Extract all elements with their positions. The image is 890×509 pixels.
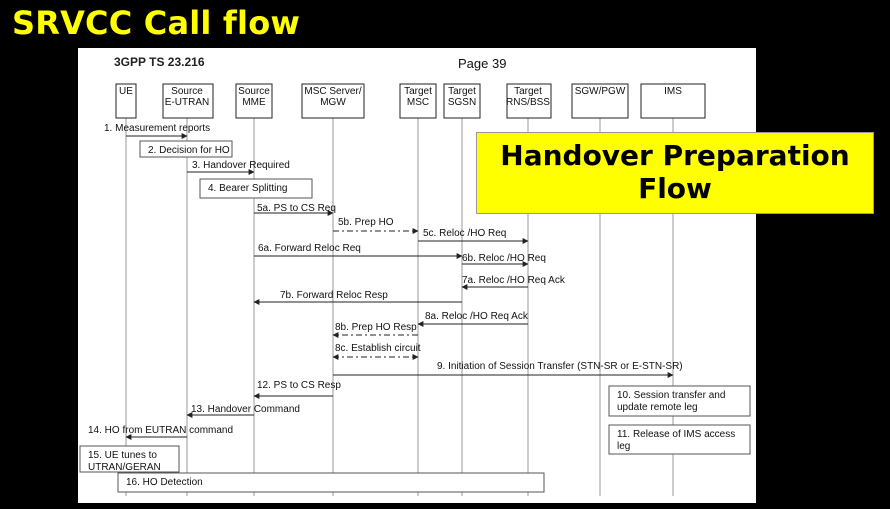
message-label-m5b: 5b. Prep HO [338,217,394,228]
entity-label-target-msc: MSC [407,97,429,108]
callout-box: Handover Preparation Flow [476,132,874,214]
entity-label-target-rns-bss: Target [514,86,542,97]
spec-reference: 3GPP TS 23.216 [114,55,205,69]
entity-box-source-eutran [162,83,214,119]
message-label-m7b: 7b. Forward Reloc Resp [280,290,388,301]
entity-label-source-mme: MME [242,97,266,108]
note-box-n15 [79,445,180,473]
note-text-n10: 10. Session transfer and [617,390,725,401]
callout-line-2: Flow [638,172,712,205]
message-label-m6b: 6b. Reloc /HO Req [462,253,546,264]
message-label-m3: 3. Handover Required [192,160,290,171]
entity-box-ue [115,83,137,119]
entity-label-msc-server-mgw: MGW [320,97,346,108]
note-text-n16: 16. HO Detection [126,477,203,488]
message-label-m9: 9. Initiation of Session Transfer (STN-S… [437,361,683,372]
entity-box-target-rns-bss [506,83,552,119]
entity-label-ims: IMS [664,86,682,97]
entity-label-target-msc: Target [404,86,432,97]
entity-box-ims [640,83,706,119]
message-label-m12: 12. PS to CS Resp [257,380,341,391]
page-number: Page 39 [458,56,507,71]
slide-title: SRVCC Call flow [12,4,301,42]
entity-box-sgw-pgw [571,83,629,119]
message-label-m8c: 8c. Establish circuit [335,343,421,354]
entity-label-target-sgsn: Target [448,86,476,97]
entity-box-target-msc [399,83,437,119]
callout-line-1: Handover Preparation [500,139,850,172]
note-box-n2 [139,140,233,158]
message-label-m8b: 8b. Prep HO Resp [335,322,417,333]
entity-label-msc-server-mgw: MSC Server/ [304,86,361,97]
entity-box-msc-server-mgw [301,83,365,119]
note-text-n15: UTRAN/GERAN [88,462,161,473]
note-text-n15: 15. UE tunes to [88,450,157,461]
note-text-n2: 2. Decision for HO [148,145,230,156]
entity-label-source-mme: Source [238,86,270,97]
message-label-m6a: 6a. Forward Reloc Req [258,243,361,254]
entity-label-target-rns-bss: RNS/BSS [506,97,550,108]
note-box-n11 [608,424,751,455]
message-label-m7a: 7a. Reloc /HO Req Ack [462,275,566,286]
entity-label-sgw-pgw: SGW/PGW [575,86,626,97]
entity-box-target-sgsn [443,83,481,119]
message-label-m8a: 8a. Reloc /HO Req Ack [425,311,529,322]
note-text-n11: leg [617,441,630,452]
entity-box-source-mme [235,83,273,119]
entity-label-target-sgsn: SGSN [448,97,476,108]
note-text-n11: 11. Release of IMS access [617,429,735,440]
message-label-m5c: 5c. Reloc /HO Req [423,228,506,239]
note-box-n4 [199,178,313,199]
entity-label-ue: UE [119,86,133,97]
message-label-m1: 1. Measurement reports [104,123,210,134]
entity-label-source-eutran: E-UTRAN [165,97,209,108]
message-label-m5a: 5a. PS to CS Req [257,203,336,214]
note-box-n10 [608,385,751,417]
note-text-n4: 4. Bearer Splitting [208,183,288,194]
message-label-m13: 13. Handover Command [191,404,300,415]
entity-label-source-eutran: Source [171,86,203,97]
message-label-m14: 14. HO from EUTRAN command [88,425,233,436]
note-box-n16 [117,472,545,493]
note-text-n10: update remote leg [617,402,698,413]
